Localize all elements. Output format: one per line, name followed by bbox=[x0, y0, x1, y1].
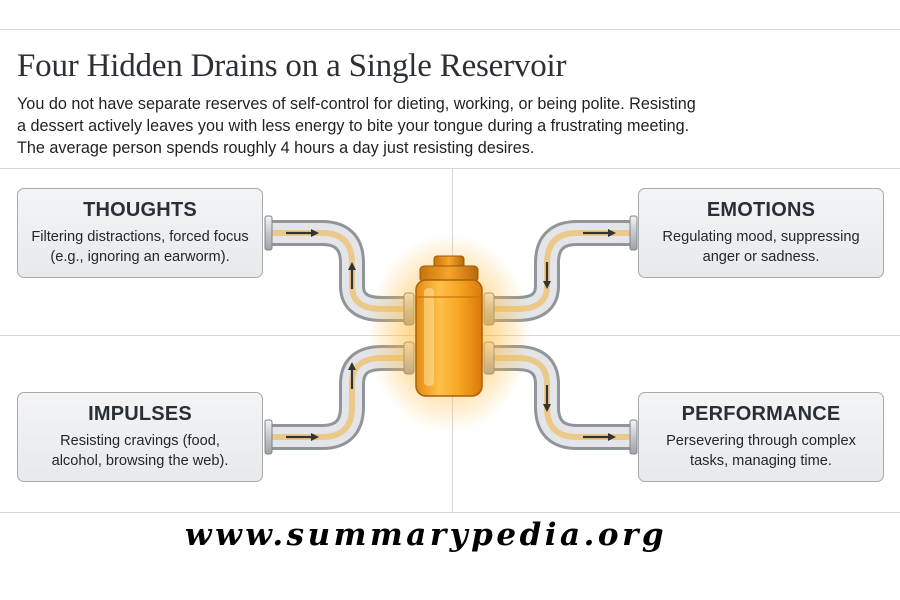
card-title: THOUGHTS bbox=[83, 199, 197, 221]
card-description-line: anger or sadness. bbox=[702, 249, 820, 265]
battery-reservoir-icon bbox=[367, 233, 531, 433]
page-title: Four Hidden Drains on a Single Reservoir bbox=[17, 48, 567, 84]
section-divider bbox=[0, 168, 900, 169]
card-description-line: Filtering distractions, forced focus bbox=[31, 229, 249, 245]
card-title: IMPULSES bbox=[88, 403, 192, 425]
card-description-line: Regulating mood, suppressing bbox=[662, 229, 860, 245]
card-description-line: Resisting cravings (food, bbox=[60, 433, 220, 449]
card-impulses: IMPULSES Resisting cravings (food, alcoh… bbox=[17, 392, 263, 482]
card-description-line: Persevering through complex bbox=[666, 433, 856, 449]
intro-line: You do not have separate reserves of sel… bbox=[17, 95, 696, 113]
intro-line: a dessert actively leaves you with less … bbox=[17, 117, 690, 135]
bottom-divider bbox=[0, 512, 900, 513]
intro-paragraph: You do not have separate reserves of sel… bbox=[17, 93, 737, 159]
card-title: EMOTIONS bbox=[706, 199, 816, 221]
card-description-line: alcohol, browsing the web). bbox=[51, 453, 229, 469]
pipe-arrow-icon bbox=[286, 229, 616, 441]
card-title: PERFORMANCE bbox=[681, 403, 841, 425]
card-performance: PERFORMANCE Persevering through complex … bbox=[638, 392, 884, 482]
watermark-url: www.summarypedia.org bbox=[184, 517, 668, 553]
card-description: Regulating mood, suppressing anger or sa… bbox=[639, 227, 883, 267]
card-description-line: tasks, managing time. bbox=[690, 453, 832, 469]
top-divider bbox=[0, 29, 900, 30]
card-emotions: EMOTIONS Regulating mood, suppressing an… bbox=[638, 188, 884, 278]
card-thoughts: THOUGHTS Filtering distractions, forced … bbox=[17, 188, 263, 278]
card-description-line: (e.g., ignoring an earworm). bbox=[50, 249, 230, 265]
card-description: Resisting cravings (food, alcohol, brows… bbox=[18, 431, 262, 471]
pipe-impulses bbox=[265, 345, 410, 450]
card-description: Persevering through complex tasks, manag… bbox=[639, 431, 883, 471]
intro-line: The average person spends roughly 4 hour… bbox=[17, 139, 535, 157]
card-description: Filtering distractions, forced focus (e.… bbox=[18, 227, 262, 267]
